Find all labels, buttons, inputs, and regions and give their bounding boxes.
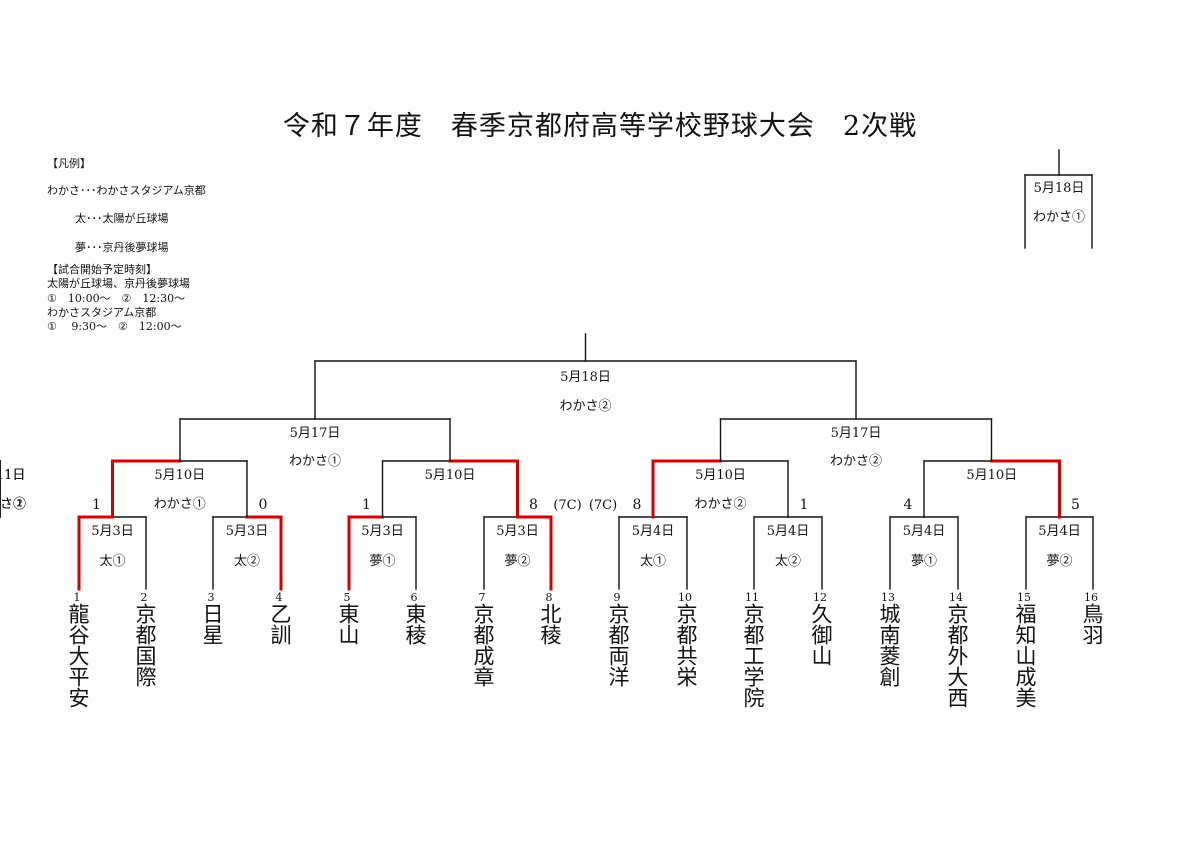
r2-date-2: 5月10日 bbox=[425, 468, 476, 483]
team-name-4: 乙訓 bbox=[268, 603, 292, 645]
team-number-5: 5 bbox=[344, 591, 351, 604]
r3-date-2: 5月17日 bbox=[831, 426, 882, 441]
r1-date-5: 5月4日 bbox=[632, 524, 675, 539]
team-number-3: 3 bbox=[208, 591, 215, 604]
r1-date-1: 5月3日 bbox=[91, 524, 134, 539]
r2-venue-6: わかさ② bbox=[0, 497, 26, 512]
r1-venue-4: 夢② bbox=[504, 554, 530, 569]
team-name-13: 城南菱創 bbox=[877, 603, 901, 687]
r1-venue-8: 夢② bbox=[1046, 554, 1072, 569]
r2-date-1: 5月10日 bbox=[154, 468, 205, 483]
team-number-16: 16 bbox=[1084, 591, 1098, 604]
r2-score-left-4: 4 bbox=[904, 497, 913, 513]
team-name-10: 京都共栄 bbox=[674, 603, 698, 687]
team-number-4: 4 bbox=[276, 591, 283, 604]
team-number-2: 2 bbox=[141, 591, 148, 604]
r2-score-left-2: 1 bbox=[362, 497, 371, 513]
team-name-6: 東稜 bbox=[403, 603, 427, 645]
r2-venue-1: わかさ① bbox=[154, 497, 206, 512]
time-heading: 【試合開始予定時刻】 bbox=[47, 263, 157, 276]
r2-date-5: 5月11日 bbox=[0, 468, 25, 483]
team-name-14: 京都外大西 bbox=[945, 603, 969, 708]
team-number-11: 11 bbox=[745, 591, 759, 604]
final-date: 5月18日 bbox=[1034, 181, 1085, 196]
r2-date-3: 5月10日 bbox=[695, 468, 746, 483]
r2-score-right-3: 1 bbox=[800, 497, 809, 513]
legend-item-taiyo: 太･･･太陽が丘球場 bbox=[75, 212, 169, 225]
team-name-12: 久御山 bbox=[809, 603, 833, 666]
r3-venue-1: わかさ① bbox=[289, 454, 341, 469]
legend-heading: 【凡例】 bbox=[47, 157, 91, 170]
team-number-13: 13 bbox=[881, 591, 895, 604]
team-number-8: 8 bbox=[546, 591, 553, 604]
r2-date-4: 5月10日 bbox=[966, 468, 1017, 483]
r1-venue-7: 夢① bbox=[911, 554, 937, 569]
r3-date-1: 5月17日 bbox=[290, 426, 341, 441]
r1-date-3: 5月3日 bbox=[361, 524, 404, 539]
legend-item-yume: 夢･･･京丹後夢球場 bbox=[75, 241, 169, 254]
r2-venue-5: わかさ① bbox=[0, 497, 26, 512]
team-number-7: 7 bbox=[479, 591, 486, 604]
time-line-times-2: ① 9:30～ ② 12:00～ bbox=[47, 320, 182, 333]
team-number-9: 9 bbox=[614, 591, 621, 604]
r2-score-left-1: 1 bbox=[92, 497, 101, 513]
team-name-16: 鳥羽 bbox=[1080, 603, 1104, 645]
r2-score-right-1: 0 bbox=[259, 497, 268, 513]
r1-date-4: 5月3日 bbox=[496, 524, 539, 539]
r1-date-6: 5月4日 bbox=[767, 524, 810, 539]
team-name-5: 東山 bbox=[336, 603, 360, 645]
team-number-12: 12 bbox=[813, 591, 827, 604]
team-name-9: 京都両洋 bbox=[606, 603, 630, 687]
r1-venue-6: 太② bbox=[775, 554, 801, 569]
team-name-7: 京都成章 bbox=[471, 603, 495, 687]
r1-date-2: 5月3日 bbox=[226, 524, 269, 539]
team-number-10: 10 bbox=[678, 591, 692, 604]
team-number-15: 15 bbox=[1017, 591, 1031, 604]
time-line-venues-2: わかさスタジアム京都 bbox=[47, 306, 157, 319]
r1-date-7: 5月4日 bbox=[903, 524, 946, 539]
sf-date: 5月18日 bbox=[560, 370, 611, 385]
time-line-venues-1: 太陽が丘球場、京丹後夢球場 bbox=[47, 277, 190, 290]
team-number-1: 1 bbox=[74, 591, 81, 604]
r2-date-6: 5月11日 bbox=[0, 468, 25, 483]
r3-venue-2: わかさ② bbox=[830, 454, 882, 469]
r2-note-left-3: (7C) bbox=[589, 498, 617, 513]
r2-note-right-2: (7C) bbox=[553, 498, 581, 513]
page-title: 令和７年度 春季京都府高等学校野球大会 2次戦 bbox=[282, 111, 918, 142]
team-name-11: 京都工学院 bbox=[741, 603, 765, 708]
r2-score-right-2: 8 bbox=[529, 497, 538, 513]
team-number-6: 6 bbox=[411, 591, 418, 604]
r1-date-8: 5月4日 bbox=[1038, 524, 1081, 539]
r2-score-right-4: 5 bbox=[1071, 497, 1080, 513]
team-name-8: 北稜 bbox=[538, 603, 562, 645]
team-name-2: 京都国際 bbox=[133, 603, 157, 687]
team-name-15: 福知山成美 bbox=[1013, 603, 1037, 708]
team-number-14: 14 bbox=[949, 591, 963, 604]
time-line-times-1: ① 10:00～ ② 12:30～ bbox=[47, 292, 186, 305]
team-name-3: 日星 bbox=[200, 603, 224, 645]
r2-venue-3: わかさ② bbox=[694, 497, 746, 512]
r1-venue-1: 太① bbox=[99, 554, 125, 569]
r1-venue-3: 夢① bbox=[369, 554, 395, 569]
r1-venue-5: 太① bbox=[640, 554, 666, 569]
sf-venue: わかさ② bbox=[559, 399, 611, 414]
team-name-1: 龍谷大平安 bbox=[66, 603, 90, 708]
legend-item-wakasa: わかさ･･･わかさスタジアム京都 bbox=[47, 184, 206, 197]
final-venue: わかさ① bbox=[1033, 210, 1085, 225]
r1-venue-2: 太② bbox=[234, 554, 260, 569]
r2-score-left-3: 8 bbox=[633, 497, 642, 513]
